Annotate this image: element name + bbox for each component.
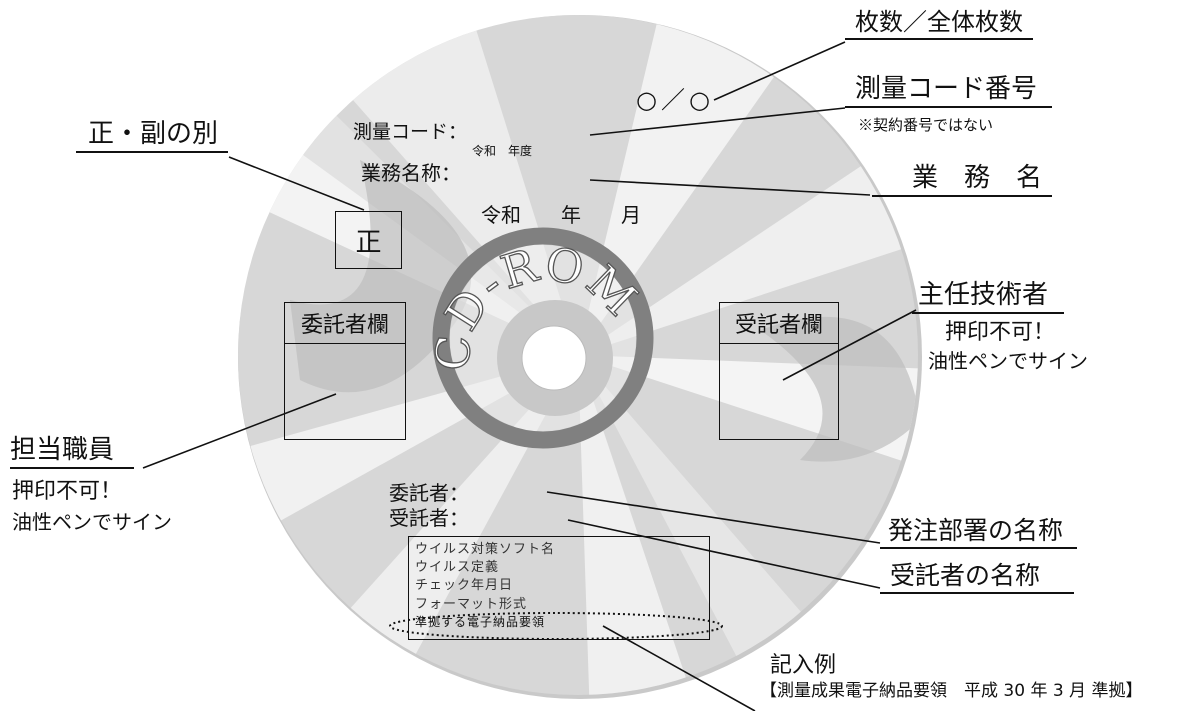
callout-staff-note1: 押印不可！ xyxy=(12,479,123,504)
callout-survey-code-number: 測量コード番号 xyxy=(845,76,1053,108)
leader-chief-engineer xyxy=(782,309,917,381)
client-box-title: 委託者欄 xyxy=(285,303,405,344)
highlight-ellipse xyxy=(389,612,723,640)
contractor-box-title: 受託者欄 xyxy=(720,303,838,344)
copy-type-value: 正 xyxy=(355,227,382,258)
leader-sheet-count xyxy=(713,41,846,101)
leader-lines xyxy=(142,41,917,711)
sheet-count-value: ○／○ xyxy=(636,86,714,114)
contractor-label: 受託者： xyxy=(389,506,469,530)
leader-staff xyxy=(142,393,337,469)
disc-center-hole xyxy=(521,325,587,391)
fiscal-year-label: 令和 年度 xyxy=(472,144,533,158)
callout-sheet-count: 枚数／全体枚数 xyxy=(845,10,1033,40)
copy-type-box: 正 xyxy=(335,211,402,269)
project-name-label: 業務名称： xyxy=(361,161,461,185)
callout-chief-engineer-note2: 油性ペンでサイン xyxy=(928,349,1088,373)
contractor-stamp-box: 受託者欄 xyxy=(719,302,839,440)
info-row-standard: 準拠する電子納品要領 xyxy=(415,614,546,629)
callout-chief-engineer: 主任技術者 xyxy=(912,282,1065,314)
client-label: 委託者： xyxy=(389,481,469,505)
callout-contractor-name: 受託者の名称 xyxy=(880,563,1075,594)
info-row-virus-definition: ウイルス定義 xyxy=(415,560,500,576)
leader-project-name xyxy=(589,179,871,196)
info-row-format: フォーマット形式 xyxy=(415,596,528,612)
disc-hub-ring xyxy=(432,227,654,449)
client-stamp-box: 委託者欄 xyxy=(284,302,406,440)
leader-copy-type xyxy=(228,156,365,211)
callout-project-name: 業 務 名 xyxy=(872,165,1053,197)
callout-copy-type: 正・副の別 xyxy=(76,121,229,153)
callout-chief-engineer-note1: 押印不可！ xyxy=(945,320,1056,345)
leader-example xyxy=(602,625,756,711)
callout-staff: 担当職員 xyxy=(10,437,135,469)
callout-example-text: 【測量成果電子納品要領 平成 30 年 3 月 準拠】 xyxy=(760,681,1143,701)
callout-survey-code-note: ※契約番号ではない xyxy=(858,116,994,134)
callout-ordering-dept: 発注部署の名称 xyxy=(880,518,1078,549)
callout-staff-note2: 油性ペンでサイン xyxy=(12,510,172,534)
leader-survey-code xyxy=(589,107,846,136)
virus-check-info-box: ウイルス対策ソフト名 ウイルス定義 チェック年月日 フォーマット形式 準拠する電… xyxy=(408,536,710,640)
info-row-antivirus: ウイルス対策ソフト名 xyxy=(415,542,556,557)
leader-ordering-dept xyxy=(546,491,881,544)
survey-code-label: 測量コード： xyxy=(353,121,468,143)
leader-contractor-name xyxy=(567,519,881,589)
info-row-check-date: チェック年月日 xyxy=(415,578,514,594)
date-label: 令和 年 月 xyxy=(481,203,641,227)
callout-example-title: 記入例 xyxy=(770,653,837,678)
